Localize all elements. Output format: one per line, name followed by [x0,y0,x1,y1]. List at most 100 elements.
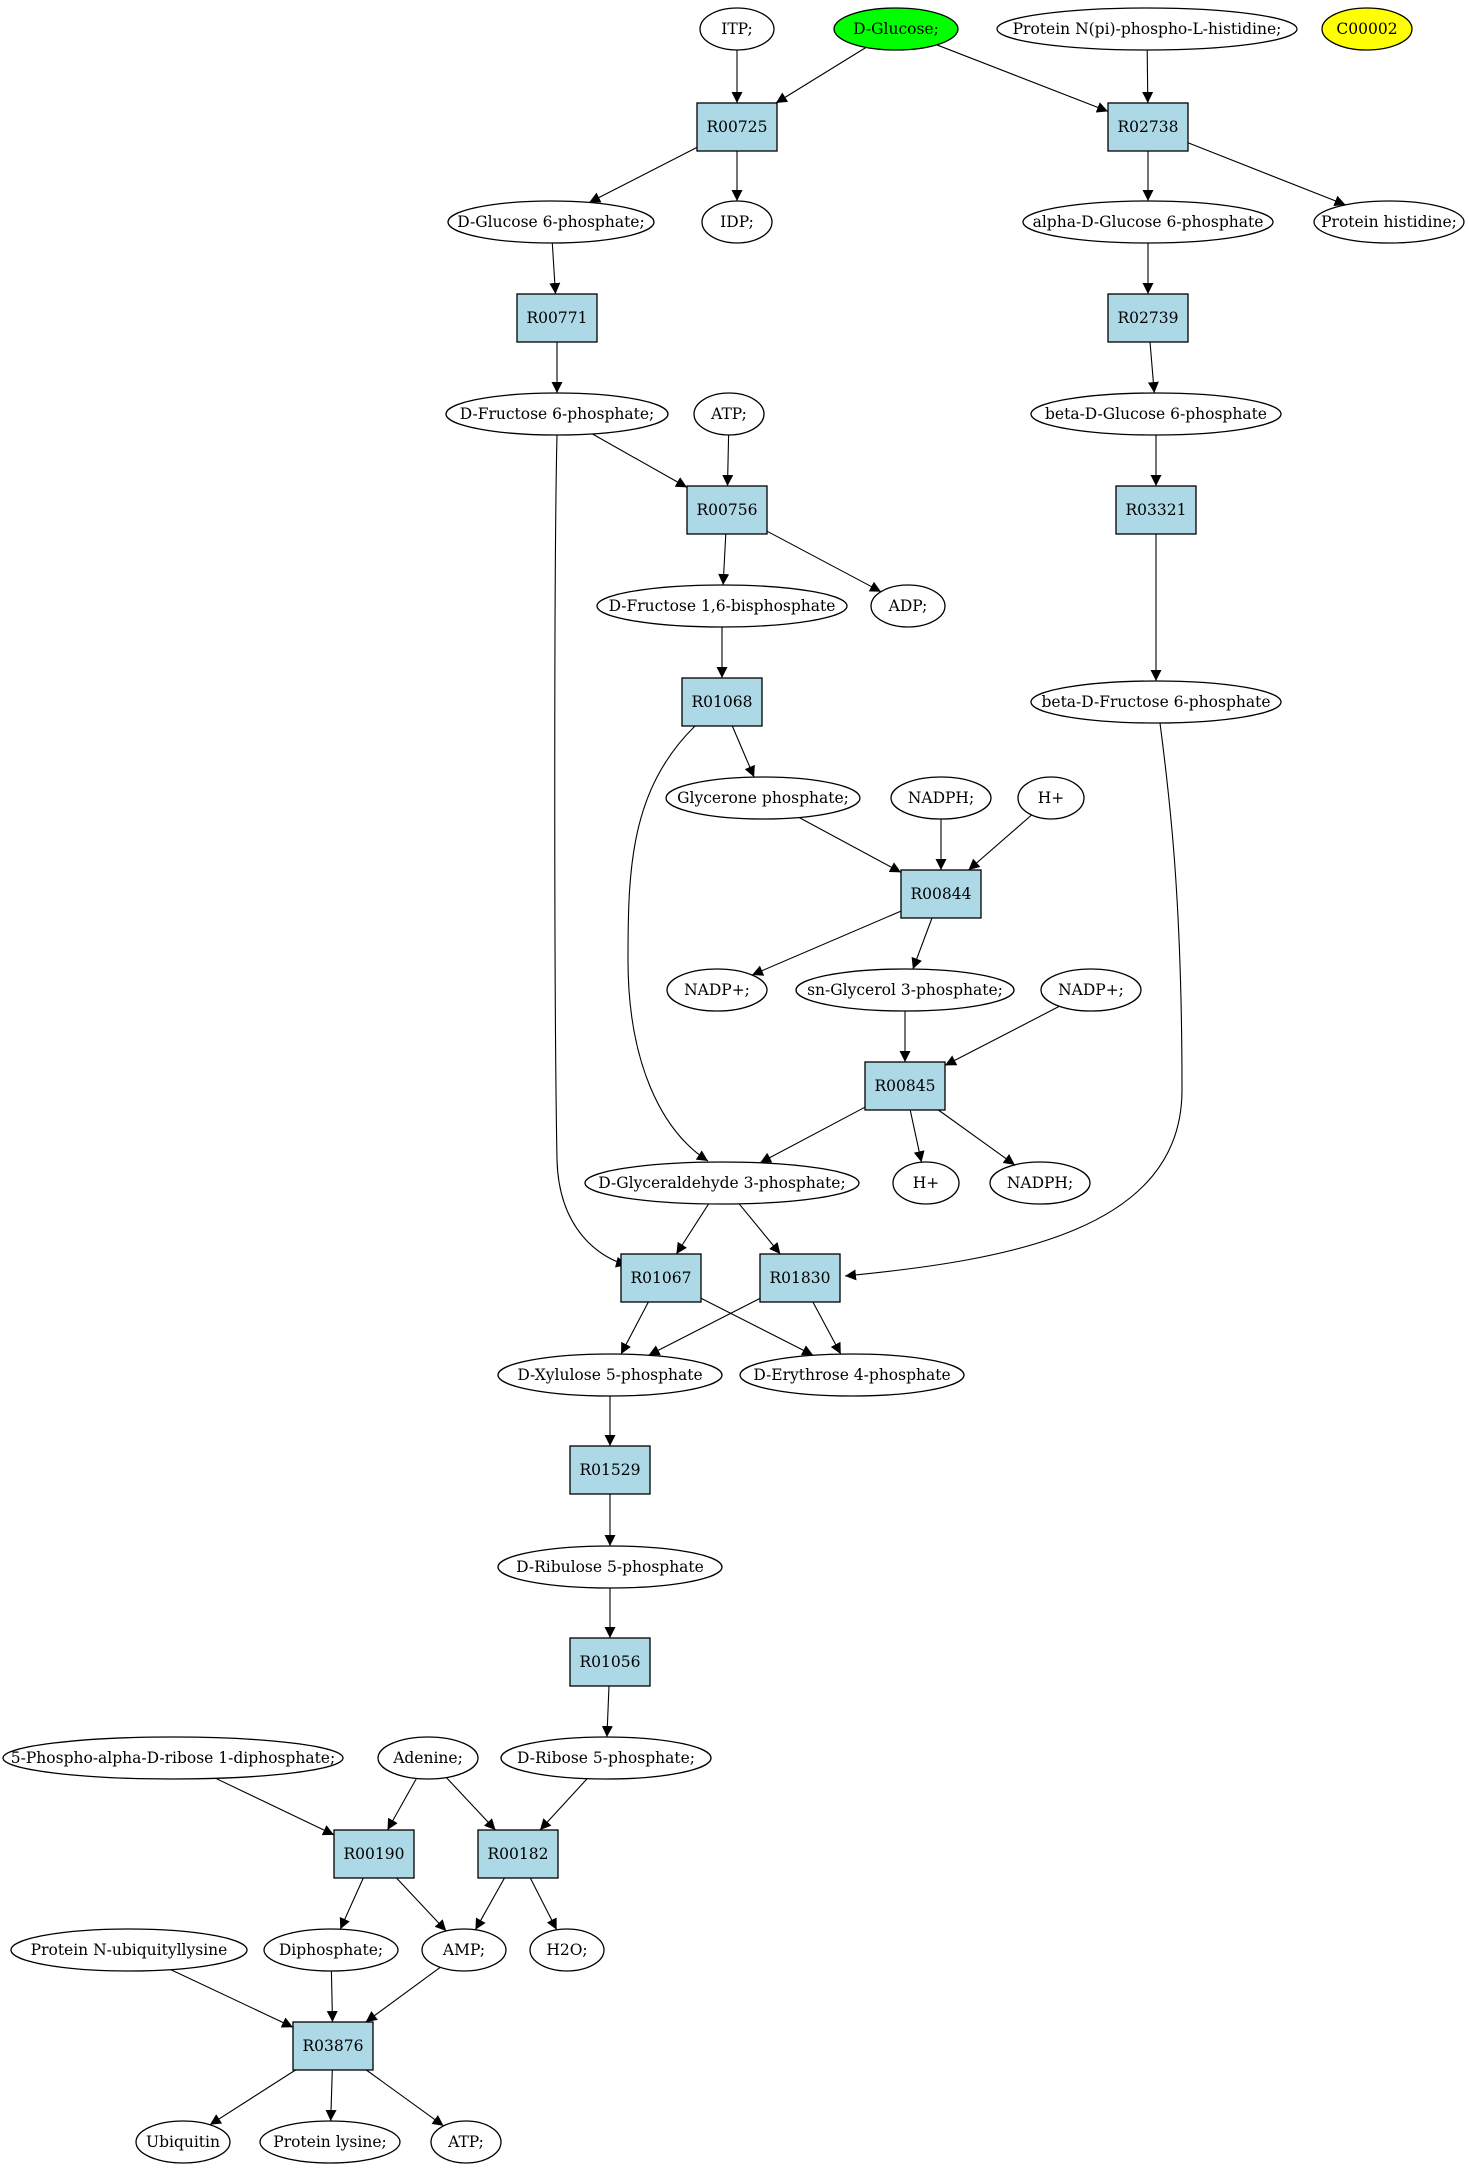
sng3p-label: sn-Glycerol 3-phosphate; [807,981,1003,999]
nadp1-shape [666,968,768,1012]
edge-dglucose-to-r00725 [775,46,867,104]
compound-node-dr5p: D-Ribose 5-phosphate; [500,1736,712,1780]
dg6p-shape [447,200,655,244]
edge-amp-to-r03876 [365,1966,441,2023]
dga3p-shape [584,1161,860,1205]
compound-node-nadph1: NADPH; [890,776,992,820]
dipho-shape [263,1928,399,1972]
edge-atp1-to-r00756 [722,434,734,487]
edge-r01056-to-dr5p [601,1685,613,1738]
compound-node-adenine: Adenine; [377,1736,479,1780]
de4p-label: D-Erythrose 4-phosphate [753,1366,950,1384]
edge-adenine-to-r00190 [387,1778,417,1831]
r00844-shape [900,869,982,919]
compound-node-itp: ITP; [699,7,775,51]
r02739-shape [1107,293,1189,343]
edge-r00844-to-sng3p [911,917,933,970]
reaction-node-r01067: R01067 [620,1253,702,1303]
edge-dr5p-to-r00182 [539,1778,588,1831]
dga3p-label: D-Glyceraldehyde 3-phosphate; [598,1174,845,1192]
edge-dga3p-to-r01830 [738,1203,781,1255]
nadp1-label: NADP+; [684,981,750,999]
ubiq-label: Ubiquitin [146,2133,220,2151]
edge-r00756-to-adp [766,530,882,593]
r00182-label: R00182 [488,1845,549,1863]
compound-node-h2o: H2O; [529,1928,605,1972]
protein_npi-label: Protein N(pi)-phospho-L-histidine; [1013,20,1282,38]
idp-shape [701,200,773,244]
dr5p-shape [500,1736,712,1780]
compound-node-dglucose: D-Glucose; [833,7,959,51]
r00190-shape [333,1829,415,1879]
nadph1-label: NADPH; [908,789,974,807]
nadph1-shape [890,776,992,820]
edge-r00725-to-dg6p [588,146,698,203]
df16bp-label: D-Fructose 1,6-bisphosphate [609,597,836,615]
compound-node-de4p: D-Erythrose 4-phosphate [739,1353,965,1397]
r02738-shape [1107,102,1189,152]
compound-node-sng3p: sn-Glycerol 3-phosphate; [795,968,1015,1012]
protubi-label: Protein N-ubiquityllysine [31,1941,228,1959]
edge-dipho-to-r03876 [326,1970,338,2023]
hplus1-label: H+ [1038,789,1065,807]
dglucose-shape [833,7,959,51]
bdg6p-label: beta-D-Glucose 6-phosphate [1045,405,1267,423]
edge-r02738-to-prothis [1187,142,1346,206]
compound-node-dx5p: D-Xylulose 5-phosphate [497,1353,723,1397]
r01067-shape [620,1253,702,1303]
reaction-node-r01529: R01529 [569,1445,651,1495]
compound-node-prpp: 5-Phospho-alpha-D-ribose 1-diphosphate; [2,1736,344,1780]
edge-r01067-to-de4p [700,1297,814,1356]
df6p-shape [445,392,669,436]
df16bp-shape [596,584,848,628]
edge-r03876-to-atp2 [365,2069,444,2127]
edge-r00844-to-nadp1 [751,910,902,976]
r00844-label: R00844 [911,885,972,903]
hplus2-shape [892,1161,960,1205]
compound-node-ubiq: Ubiquitin [135,2120,231,2164]
compound-node-dg6p: D-Glucose 6-phosphate; [447,200,655,244]
r03321-label: R03321 [1126,501,1187,519]
protubi-shape [10,1928,248,1972]
compound-node-protlys: Protein lysine; [259,2120,401,2164]
reaction-node-r00725: R00725 [696,102,778,152]
compound-node-atp2: ATP; [430,2120,502,2164]
reaction-node-r00190: R00190 [333,1829,415,1879]
compound-node-idp: IDP; [701,200,773,244]
edge-r00182-to-amp [474,1877,505,1931]
reaction-node-r00182: R00182 [477,1829,559,1879]
reaction-node-r02739: R02739 [1107,293,1189,343]
edge-hplus1-to-r00844 [968,814,1032,871]
compound-node-df16bp: D-Fructose 1,6-bisphosphate [596,584,848,628]
edge-protein_npi-to-r02738 [1142,49,1154,104]
hplus1-shape [1017,776,1085,820]
compound-node-dga3p: D-Glyceraldehyde 3-phosphate; [584,1161,860,1205]
bdf6p-label: beta-D-Fructose 6-phosphate [1041,693,1270,711]
adp-shape [870,584,946,628]
edge-dglucose-to-r02738 [936,44,1109,113]
dg6p-label: D-Glucose 6-phosphate; [457,213,644,231]
edge-r01068-to-dga3p [627,725,709,1162]
glyp-shape [665,776,861,820]
edge-r03876-to-protlys [325,2069,337,2122]
reaction-node-r01056: R01056 [569,1637,651,1687]
edge-r00845-to-dga3p [759,1106,866,1164]
r03876-shape [292,2021,374,2071]
r00182-shape [477,1829,559,1879]
amp-shape [421,1928,507,1972]
adg6p-label: alpha-D-Glucose 6-phosphate [1033,213,1264,231]
compound-node-nadp1: NADP+; [666,968,768,1012]
compound-node-prothis: Protein histidine; [1313,200,1465,244]
adg6p-shape [1022,200,1274,244]
hplus2-label: H+ [913,1174,940,1192]
prpp-label: 5-Phospho-alpha-D-ribose 1-diphosphate; [11,1749,335,1767]
edge-r00190-to-amp [396,1877,447,1932]
adp-label: ADP; [888,597,928,615]
ubiq-shape [135,2120,231,2164]
edge-r00845-to-hplus2 [909,1109,925,1163]
r01068-label: R01068 [692,693,753,711]
r00190-label: R00190 [344,1845,405,1863]
compound-node-amp: AMP; [421,1928,507,1972]
